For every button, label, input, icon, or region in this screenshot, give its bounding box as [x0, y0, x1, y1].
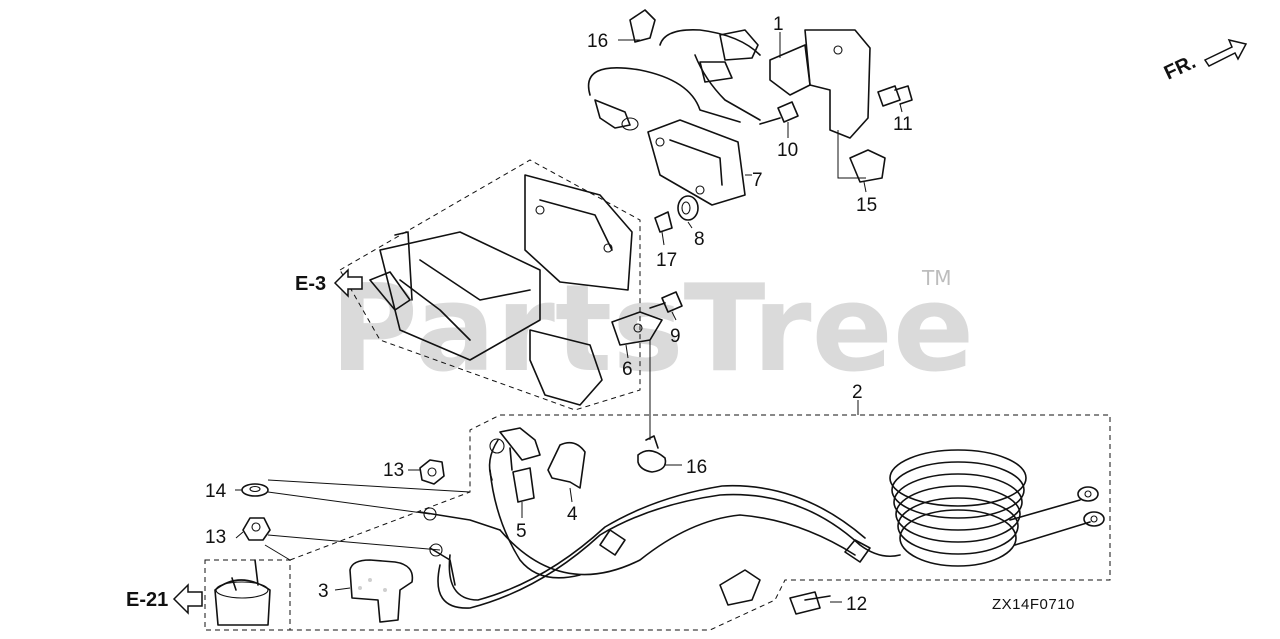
callout-13-lower: 13 [205, 527, 226, 548]
callout-labels: 1 2 3 4 5 6 7 8 9 10 11 12 13 13 14 15 1… [205, 14, 913, 615]
nut-13-lower [242, 517, 271, 541]
grommet-8 [677, 195, 699, 221]
callout-14: 14 [205, 481, 227, 502]
ref-e3: E-3 [295, 268, 363, 298]
cable-clip [719, 569, 761, 606]
control-bracket-1 [769, 29, 871, 139]
clip-16-lower [637, 435, 667, 473]
leader-lines [235, 32, 903, 603]
figure-code: ZX14F0710 [992, 596, 1075, 613]
sensor-cables [587, 28, 761, 131]
callout-1: 1 [773, 14, 784, 35]
direction-label: FR. [1161, 51, 1199, 85]
ignition-module-7 [647, 119, 746, 206]
clip-16-upper [629, 9, 656, 43]
callout-16-lower: 16 [686, 457, 707, 478]
ref-e21: E-21 [126, 583, 203, 615]
callout-7: 7 [752, 170, 763, 191]
callout-4: 4 [567, 504, 578, 525]
bracket-6 [611, 311, 663, 346]
engine-frame-assembly [339, 159, 641, 411]
bolt-10 [759, 101, 799, 125]
washer-14 [241, 483, 269, 497]
bolt-11 [877, 85, 913, 107]
callout-8: 8 [694, 229, 705, 250]
callout-6: 6 [622, 359, 633, 380]
ring-terminal [499, 427, 541, 471]
callout-16-upper: 16 [587, 31, 608, 52]
nut-13-upper [419, 459, 445, 485]
callout-15: 15 [856, 195, 877, 216]
rubber-cap [547, 441, 586, 489]
callout-9: 9 [670, 326, 681, 347]
fuse-connector [512, 467, 535, 503]
bolt-9 [649, 291, 683, 313]
watermark: PartsTree [330, 260, 974, 399]
callout-17: 17 [656, 250, 677, 271]
battery-cable-coil [889, 449, 1105, 567]
watermark-tm: TM [921, 266, 951, 290]
callout-5: 5 [516, 521, 527, 542]
flange-bolt-12 [789, 591, 831, 615]
callout-12: 12 [846, 594, 867, 615]
front-direction-arrow: FR. [1161, 38, 1248, 85]
callout-10: 10 [777, 140, 798, 161]
callout-2: 2 [852, 382, 863, 403]
starter-motor [214, 559, 271, 626]
clip-15 [849, 149, 886, 183]
harness-outline [289, 414, 1111, 631]
ref-e21-label: E-21 [126, 589, 168, 611]
ref-e3-label: E-3 [295, 273, 326, 295]
collar-17 [654, 211, 673, 233]
harness-cables [419, 438, 901, 609]
callout-3: 3 [318, 581, 329, 602]
callout-11: 11 [893, 114, 913, 135]
terminal-boot [349, 559, 414, 623]
callout-13-upper: 13 [383, 460, 404, 481]
